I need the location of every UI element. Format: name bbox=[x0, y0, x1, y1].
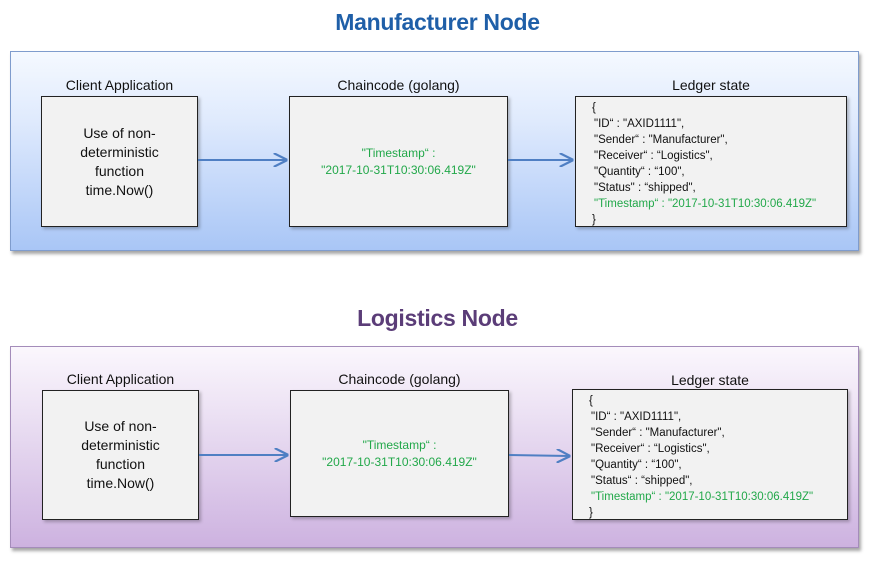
chaincode-text-line: "Timestamp“ : bbox=[361, 145, 436, 160]
ledger-line: } bbox=[592, 214, 596, 226]
client-text-line: Use of non- bbox=[84, 418, 157, 434]
ledger-line: "Status“ : “shipped", bbox=[591, 475, 693, 487]
ledger-line: "Status" : “shipped", bbox=[594, 182, 696, 194]
ledger-line: "ID“ : "AXID1111", bbox=[594, 118, 685, 130]
manufacturer-chaincode-label: Chaincode (golang) bbox=[337, 77, 460, 93]
manufacturer-node-title: Manufacturer Node bbox=[335, 9, 540, 35]
manufacturer-ledger-label: Ledger state bbox=[672, 77, 750, 93]
ledger-line: "Receiver“ : “Logistics", bbox=[591, 443, 710, 455]
client-text-line: deterministic bbox=[81, 437, 160, 453]
client-text-line: time.Now() bbox=[86, 475, 155, 491]
ledger-line: "ID“ : "AXID1111", bbox=[591, 411, 682, 423]
manufacturer-client-box: Use of non- deterministic function time.… bbox=[41, 96, 198, 227]
manufacturer-chaincode-text: "Timestamp“ : "2017-10-31T10:30:06.419Z" bbox=[290, 145, 507, 179]
manufacturer-client-text: Use of non- deterministic function time.… bbox=[42, 124, 197, 200]
ledger-line: { bbox=[592, 102, 596, 114]
logistics-ledger-box: { "ID“ : "AXID1111", "Sender“ : "Manufac… bbox=[572, 389, 848, 520]
chaincode-text-line: "2017-10-31T10:30:06.419Z" bbox=[322, 454, 477, 469]
logistics-chaincode-text: "Timestamp“ : "2017-10-31T10:30:06.419Z" bbox=[291, 437, 508, 471]
chaincode-text-line: "2017-10-31T10:30:06.419Z" bbox=[321, 162, 476, 177]
client-text-line: time.Now() bbox=[85, 181, 154, 198]
client-text-line: deterministic bbox=[80, 143, 159, 160]
arrow-chaincode-to-ledger bbox=[508, 455, 569, 456]
logistics-chaincode-label: Chaincode (golang) bbox=[338, 371, 461, 387]
logistics-ledger-text: { "ID“ : "AXID1111", "Sender“ : "Manufac… bbox=[589, 393, 814, 521]
client-text-line: Use of non- bbox=[83, 124, 156, 141]
client-text-line: function bbox=[95, 456, 146, 472]
ledger-line: "Receiver“ : “Logistics", bbox=[594, 150, 713, 162]
logistics-ledger-label: Ledger state bbox=[671, 372, 749, 388]
manufacturer-ledger-box: { "ID“ : "AXID1111", "Sender“ : "Manufac… bbox=[575, 96, 847, 227]
logistics-client-label: Client Application bbox=[66, 371, 175, 387]
ledger-line: "Quantity“ : “100", bbox=[594, 166, 685, 178]
manufacturer-client-label: Client Application bbox=[65, 77, 174, 93]
logistics-chaincode-box: "Timestamp“ : "2017-10-31T10:30:06.419Z" bbox=[290, 390, 509, 517]
manufacturer-ledger-text: { "ID“ : "AXID1111", "Sender“ : "Manufac… bbox=[592, 100, 817, 228]
ledger-line: "Sender“ : "Manufacturer", bbox=[594, 134, 728, 146]
logistics-node-title: Logistics Node bbox=[357, 305, 518, 331]
chaincode-text-line: "Timestamp“ : bbox=[362, 437, 437, 452]
ledger-line: "Quantity“ : “100", bbox=[591, 459, 682, 471]
ledger-line: "Sender“ : "Manufacturer", bbox=[591, 427, 725, 439]
ledger-line: } bbox=[589, 507, 593, 519]
logistics-client-text: Use of non- deterministic function time.… bbox=[43, 417, 198, 493]
ledger-line: { bbox=[589, 395, 593, 407]
manufacturer-chaincode-box: "Timestamp“ : "2017-10-31T10:30:06.419Z" bbox=[289, 96, 508, 227]
logistics-client-box: Use of non- deterministic function time.… bbox=[42, 390, 199, 520]
ledger-line-timestamp: "Timestamp“ : "2017-10-31T10:30:06.419Z" bbox=[591, 491, 814, 503]
client-text-line: function bbox=[94, 162, 145, 179]
ledger-line-timestamp: "Timestamp“ : "2017-10-31T10:30:06.419Z" bbox=[594, 198, 817, 210]
